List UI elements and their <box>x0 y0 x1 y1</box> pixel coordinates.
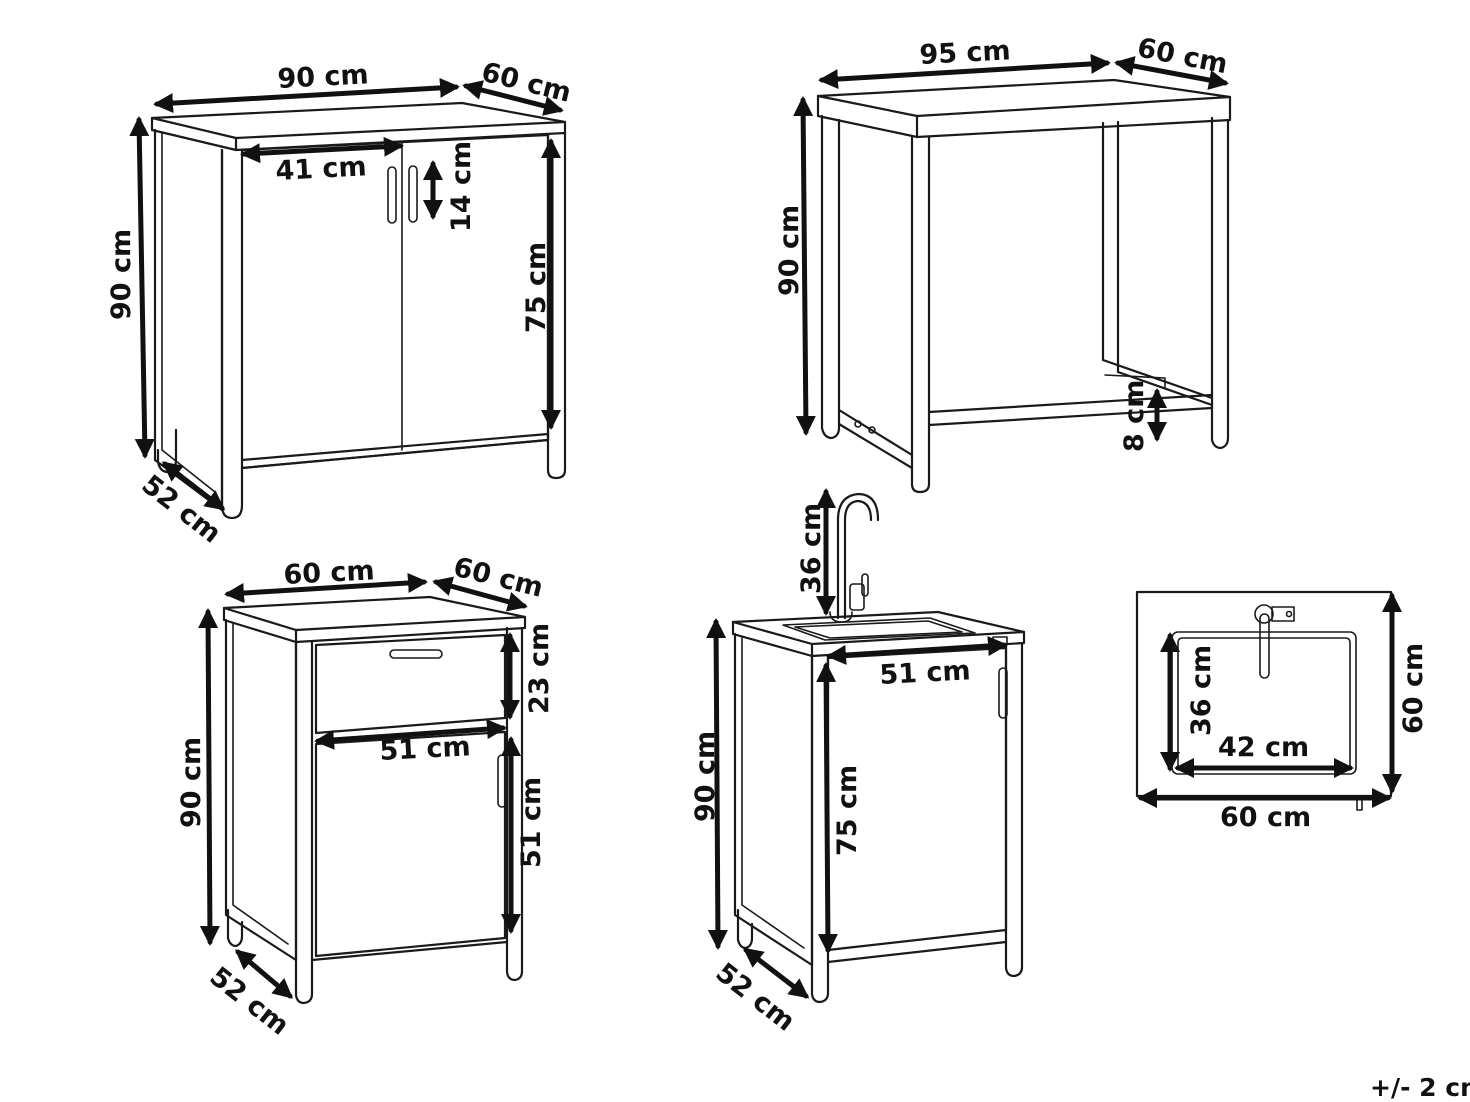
dim-line <box>161 461 226 511</box>
dim-label: 52 cm <box>710 957 801 1038</box>
dim-line <box>742 947 810 999</box>
dim-label: 36 cm <box>1186 645 1217 736</box>
dim-label: 8 cm <box>1119 380 1150 452</box>
dim-label: 90 cm <box>277 59 370 95</box>
cabinet-drawer <box>222 595 527 1005</box>
tolerance-note: +/- 2 cm <box>1370 1073 1470 1102</box>
dim-label: 52 cm <box>204 961 295 1042</box>
dim-label: 51 cm <box>879 655 972 691</box>
dim-line <box>826 636 1008 665</box>
dim-line <box>314 719 507 750</box>
dim-line <box>818 53 1111 90</box>
dim-line <box>432 576 528 612</box>
dim-line <box>816 662 838 954</box>
dim-label: 90 cm <box>176 737 207 828</box>
dim-label: 41 cm <box>275 151 368 187</box>
dim-label: 36 cm <box>796 503 827 594</box>
dim-label: 60 cm <box>450 552 546 604</box>
dim-label: 90 cm <box>690 731 721 822</box>
dim-line <box>793 96 816 436</box>
dim-label: 90 cm <box>774 205 805 296</box>
dim-label: 51 cm <box>516 777 547 868</box>
dim-line <box>224 572 428 604</box>
bar-table <box>816 78 1232 494</box>
dim-line <box>1114 56 1229 90</box>
dim-line <box>153 77 460 114</box>
dim-line <box>198 608 220 946</box>
sink-top-view <box>1135 590 1393 811</box>
dim-label: 75 cm <box>521 242 552 333</box>
dim-line <box>462 80 564 116</box>
dim-label: 60 cm <box>283 555 376 591</box>
dim-line <box>234 949 294 999</box>
dim-label: 95 cm <box>919 35 1012 71</box>
dim-label: 42 cm <box>1218 732 1309 763</box>
dim-label: 75 cm <box>832 765 863 856</box>
dim-label: 90 cm <box>106 229 137 320</box>
dim-line <box>129 116 155 459</box>
dim-label: 14 cm <box>446 141 477 232</box>
dim-label: 60 cm <box>1220 802 1311 833</box>
dim-label: 60 cm <box>1398 643 1429 734</box>
dim-label: 52 cm <box>136 469 227 550</box>
dim-line <box>240 136 404 164</box>
dim-line <box>706 618 728 950</box>
sink-cabinet <box>731 492 1026 1004</box>
dim-label: 51 cm <box>379 731 472 767</box>
dim-label: 23 cm <box>524 623 555 714</box>
